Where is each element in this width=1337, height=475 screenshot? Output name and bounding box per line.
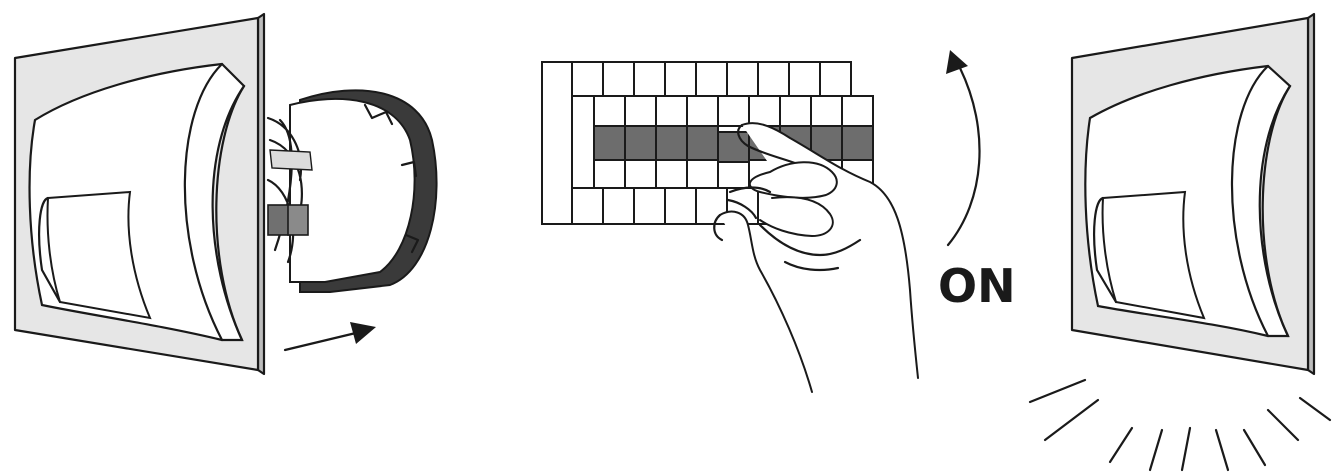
on-label: ON: [938, 259, 1016, 313]
breaker-terminal: [687, 96, 718, 126]
wall-box: [268, 90, 437, 292]
breaker-top: [572, 62, 603, 96]
breaker-top: [665, 62, 696, 96]
breaker-terminal: [718, 96, 749, 126]
breaker-terminal: [842, 96, 873, 126]
breaker-bottom: [665, 188, 696, 224]
breaker-top: [634, 62, 665, 96]
breaker-bottom: [603, 188, 634, 224]
breaker-terminal: [811, 96, 842, 126]
breaker-terminal-lower: [594, 160, 625, 188]
breaker-terminal-lower: [656, 160, 687, 188]
breaker-switch: [842, 126, 873, 160]
step3-luminaire-on: [1030, 14, 1330, 470]
breaker-terminal-lower: [625, 160, 656, 188]
breaker-terminal: [625, 96, 656, 126]
active-breaker-switch: [718, 132, 749, 162]
step2-circuit-breaker: ON: [542, 50, 1016, 392]
light-rays: [1030, 380, 1330, 470]
breaker-bottom: [634, 188, 665, 224]
breaker-terminal-lower: [718, 160, 749, 188]
breaker-top: [696, 62, 727, 96]
breaker-terminal: [780, 96, 811, 126]
breaker-top: [789, 62, 820, 96]
breaker-terminal: [656, 96, 687, 126]
breaker-top: [603, 62, 634, 96]
breaker-top: [820, 62, 851, 96]
breaker-bottom: [572, 188, 603, 224]
breaker-switch: [687, 126, 718, 160]
breaker-switch: [656, 126, 687, 160]
panel-rail: [542, 62, 572, 224]
breaker-switch: [594, 126, 625, 160]
breaker-terminal-lower: [687, 160, 718, 188]
breaker-top: [758, 62, 789, 96]
push-arrow: [285, 322, 376, 350]
breaker-terminal: [594, 96, 625, 126]
breaker-terminal: [749, 96, 780, 126]
breaker-switch: [625, 126, 656, 160]
breaker-top: [727, 62, 758, 96]
step1-insert-luminaire: [15, 14, 437, 374]
switch-on-arrow: [946, 50, 980, 245]
